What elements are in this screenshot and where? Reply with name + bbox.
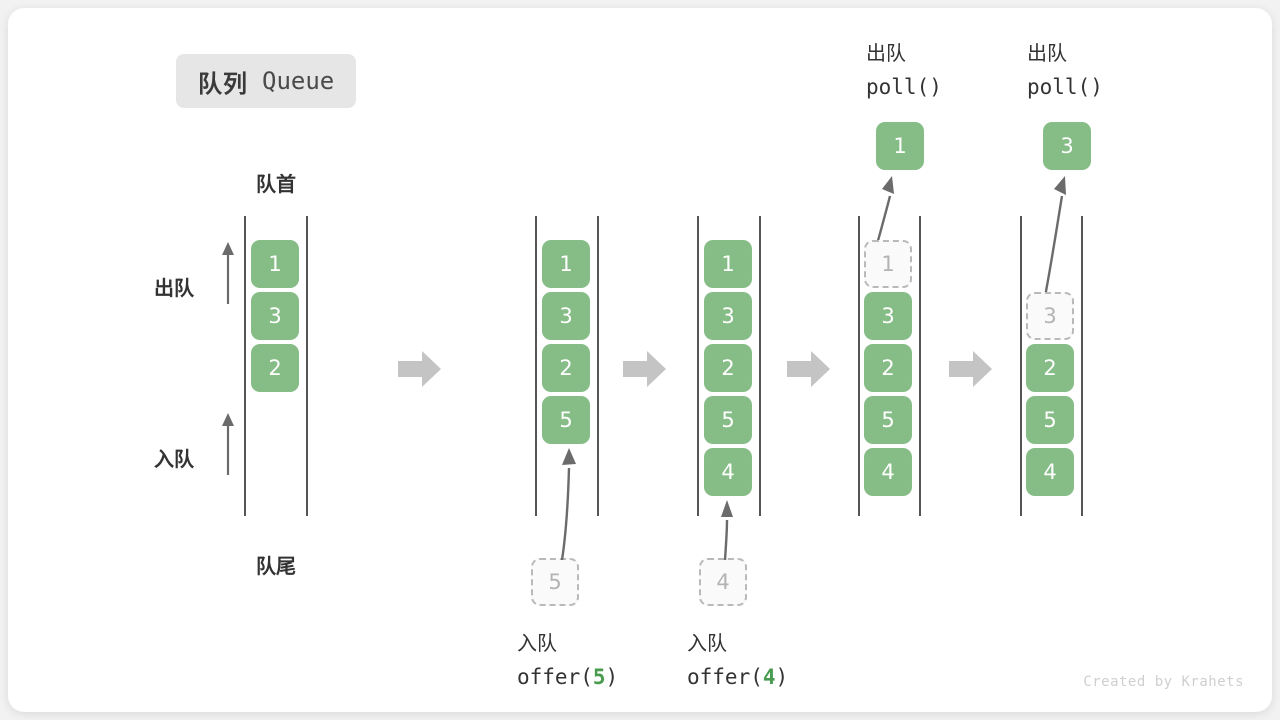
rail-right-col-1	[306, 216, 308, 516]
flow-arrow-icon	[623, 349, 667, 389]
watermark-credit: Created by Krahets	[1083, 674, 1244, 690]
queue-cell: 3	[542, 292, 590, 340]
dequeue-motion-arrow-icon	[856, 174, 896, 249]
label-enqueue: 入队	[154, 447, 194, 471]
queue-cell: 3	[704, 292, 752, 340]
queue-cell: 5	[704, 396, 752, 444]
caption-poll-3: 出队 poll()	[1027, 41, 1103, 99]
dequeue-motion-arrow-icon	[1022, 174, 1066, 303]
queue-cell: 3	[864, 292, 912, 340]
label-dequeue: 出队	[154, 276, 194, 300]
queue-cell: 5	[864, 396, 912, 444]
rail-right-col-3	[759, 216, 761, 516]
popped-cell: 3	[1043, 122, 1091, 170]
queue-cell: 2	[1026, 344, 1074, 392]
queue-cell: 2	[251, 344, 299, 392]
flow-arrow-icon	[787, 349, 831, 389]
enqueue-motion-arrow-icon	[544, 444, 584, 561]
popped-cell: 1	[876, 122, 924, 170]
rail-left-col-2	[535, 216, 537, 516]
queue-cell: 1	[542, 240, 590, 288]
title-cn: 队列	[198, 69, 248, 98]
queue-cell: 5	[1026, 396, 1074, 444]
title-en: Queue	[262, 67, 335, 95]
queue-cell: 2	[864, 344, 912, 392]
enqueue-motion-arrow-icon	[712, 496, 742, 561]
removed-ghost-cell: 1	[864, 240, 912, 288]
dequeue-arrow-icon	[220, 242, 236, 304]
flow-arrow-icon	[398, 349, 442, 389]
queue-cell: 1	[704, 240, 752, 288]
incoming-ghost-cell: 5	[531, 558, 579, 606]
caption-poll-1: 出队 poll()	[866, 41, 942, 99]
queue-cell: 4	[1026, 448, 1074, 496]
flow-arrow-icon	[949, 349, 993, 389]
rail-right-col-5	[1081, 216, 1083, 516]
queue-cell: 1	[251, 240, 299, 288]
label-queue-rear: 队尾	[256, 554, 296, 578]
rail-right-col-4	[919, 216, 921, 516]
diagram-card: 队列 Queue 队首 队尾 出队 入队 1 3 2 1 3 2 5 5	[8, 8, 1272, 712]
incoming-ghost-cell: 4	[699, 558, 747, 606]
caption-offer-5: 入队 offer(5)	[517, 631, 619, 689]
rail-left-col-5	[1020, 216, 1022, 516]
rail-left-col-4	[858, 216, 860, 516]
rail-left-col-1	[244, 216, 246, 516]
queue-cell: 2	[542, 344, 590, 392]
queue-cell: 2	[704, 344, 752, 392]
diagram-title-badge: 队列 Queue	[176, 54, 357, 108]
label-queue-front: 队首	[256, 172, 296, 196]
rail-right-col-2	[597, 216, 599, 516]
queue-cell: 4	[864, 448, 912, 496]
queue-cell-new: 4	[704, 448, 752, 496]
queue-cell: 3	[251, 292, 299, 340]
rail-left-col-3	[697, 216, 699, 516]
caption-offer-4: 入队 offer(4)	[687, 631, 789, 689]
queue-cell-new: 5	[542, 396, 590, 444]
enqueue-arrow-icon	[220, 413, 236, 475]
removed-ghost-cell: 3	[1026, 292, 1074, 340]
